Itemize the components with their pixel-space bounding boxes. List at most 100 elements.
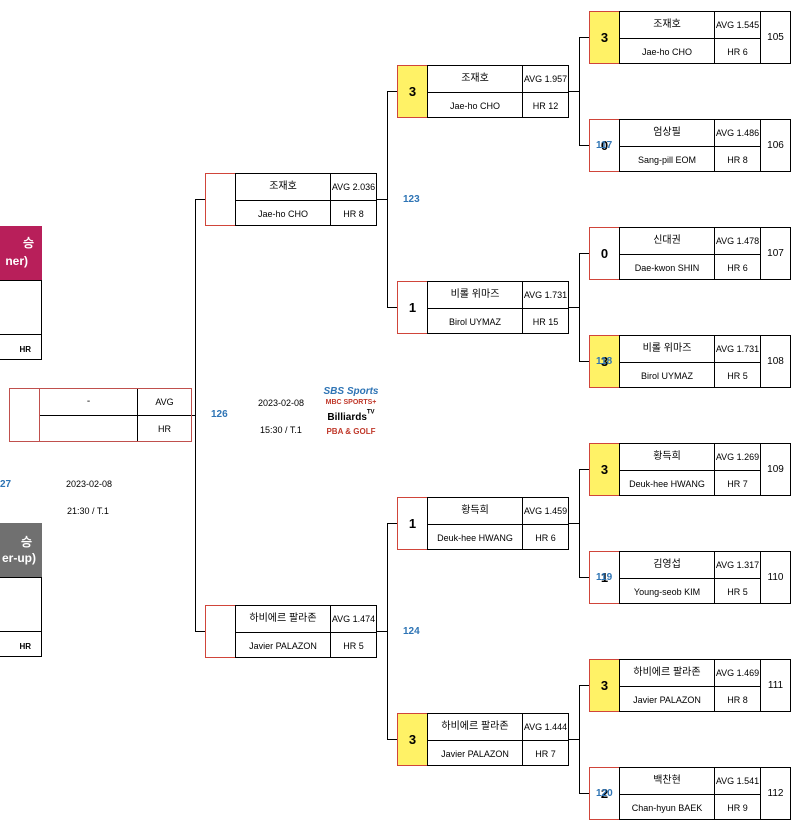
bracket-connector [579, 361, 589, 362]
round2-match-number: 117 [596, 140, 613, 151]
winner-line1: 승 [22, 236, 34, 250]
match-number: 111 [761, 659, 791, 712]
player-hr: HR 15 [532, 317, 559, 327]
player-name-korean: 조재호 [653, 19, 681, 30]
player-score: 3 [589, 11, 619, 64]
player-name-english: Chan-hyun BAEK [631, 803, 703, 813]
player-avg: AVG 1.545 [715, 20, 760, 30]
runner-up-box: HR [0, 577, 42, 657]
player-name-english: Javier PALAZON [441, 749, 509, 759]
match-number: 112 [761, 767, 791, 820]
bracket-connector [579, 253, 589, 254]
runner-line2: er-up) [2, 551, 36, 565]
player-hr: HR 5 [727, 587, 748, 597]
bracket-connector [387, 91, 397, 92]
bracket-connector [377, 199, 387, 200]
runner-line1: 승 [20, 535, 32, 549]
player-avg: AVG 1.486 [715, 128, 760, 138]
final-player-name: - [86, 396, 91, 407]
player-avg: AVG 1.469 [715, 668, 760, 678]
player-name-english: Birol UYMAZ [448, 317, 501, 327]
bracket-connector [387, 739, 397, 740]
player-score: 0 [589, 227, 619, 280]
billiards-tv-logo: Billiards [327, 412, 367, 423]
player-name-korean: 엄상필 [653, 127, 681, 138]
winner-hr: HR [19, 345, 31, 354]
final-time: 15:30 / T.1 [260, 425, 302, 435]
player-name-english: Deuk-hee HWANG [629, 479, 705, 489]
player-score: 3 [589, 659, 619, 712]
winner-line2: ner) [5, 254, 28, 268]
player-score: 1 [589, 551, 619, 604]
player-name-korean: 황득희 [461, 505, 489, 516]
player-name-english: Jae-ho CHO [257, 209, 309, 219]
player-name-korean: 하비에르 팔라존 [633, 667, 701, 678]
bracket-connector [579, 685, 589, 686]
player-score: 3 [589, 443, 619, 496]
broadcaster-logos: SBS Sports MBC SPORTS+ BilliardsTV PBA &… [318, 386, 384, 436]
final-match-number: 126 [211, 409, 228, 420]
player-avg: AVG 1.317 [715, 560, 760, 570]
final-avg: AVG [155, 397, 174, 407]
semifinal-match-number: 123 [403, 194, 420, 205]
player-hr: HR 6 [535, 533, 556, 543]
bracket-connector [569, 91, 579, 92]
left-date: 2023-02-08 [66, 479, 113, 489]
player-name-korean: 백찬현 [653, 775, 681, 786]
player-name-korean: 비롤 위마즈 [450, 289, 500, 300]
player-avg: AVG 2.036 [331, 182, 376, 192]
player-avg: AVG 1.478 [715, 236, 760, 246]
player-name-korean: 하비에르 팔라존 [441, 721, 509, 732]
left-time: 21:30 / T.1 [67, 506, 109, 516]
player-hr: HR 7 [535, 749, 556, 759]
bracket-connector [195, 199, 196, 632]
player-hr: HR 6 [727, 47, 748, 57]
match-number: 110 [761, 551, 791, 604]
bracket-connector [377, 631, 387, 632]
player-name-english: Jae-ho CHO [449, 101, 501, 111]
player-avg: AVG 1.474 [331, 614, 376, 624]
player-hr: HR 8 [727, 695, 748, 705]
left-match-number: 27 [0, 479, 12, 490]
player-name-korean: 황득희 [653, 451, 681, 462]
pba-golf-logo: PBA & GOLF [326, 427, 376, 436]
bracket-connector [195, 199, 205, 200]
match-number: 109 [761, 443, 791, 496]
bracket-connector [387, 523, 388, 740]
final-date: 2023-02-08 [258, 398, 305, 408]
match-number: 107 [761, 227, 791, 280]
round2-match-number: 119 [596, 572, 613, 583]
runner-up-hr: HR [19, 642, 31, 651]
player-name-english: Deuk-hee HWANG [437, 533, 513, 543]
bracket-connector [579, 469, 580, 578]
bracket-connector [579, 793, 589, 794]
player-score [205, 173, 235, 226]
bracket-connector [579, 37, 589, 38]
bracket-connector [387, 307, 397, 308]
player-name-english: Young-seob KIM [633, 587, 701, 597]
bracket-connector [579, 685, 580, 794]
player-avg: AVG 1.731 [523, 290, 568, 300]
player-score: 1 [397, 497, 427, 550]
player-hr: HR 6 [727, 263, 748, 273]
final-score [9, 388, 39, 442]
player-score: 3 [589, 335, 619, 388]
player-hr: HR 7 [727, 479, 748, 489]
player-score: 3 [397, 65, 427, 118]
player-score: 3 [397, 713, 427, 766]
winner-box: HR [0, 280, 42, 360]
player-hr: HR 5 [343, 641, 364, 651]
player-name-korean: 김영섭 [653, 559, 681, 570]
bracket-connector [387, 91, 388, 308]
player-avg: AVG 1.957 [523, 74, 568, 84]
bracket-connector [569, 523, 579, 524]
semifinal-match-number: 124 [403, 626, 420, 637]
bracket-connector [579, 145, 589, 146]
player-score: 2 [589, 767, 619, 820]
player-name-english: Birol UYMAZ [640, 371, 693, 381]
player-avg: AVG 1.731 [715, 344, 760, 354]
player-name-english: Dae-kwon SHIN [634, 263, 700, 273]
player-avg: AVG 1.444 [523, 722, 568, 732]
bracket-connector [569, 307, 579, 308]
match-number: 108 [761, 335, 791, 388]
